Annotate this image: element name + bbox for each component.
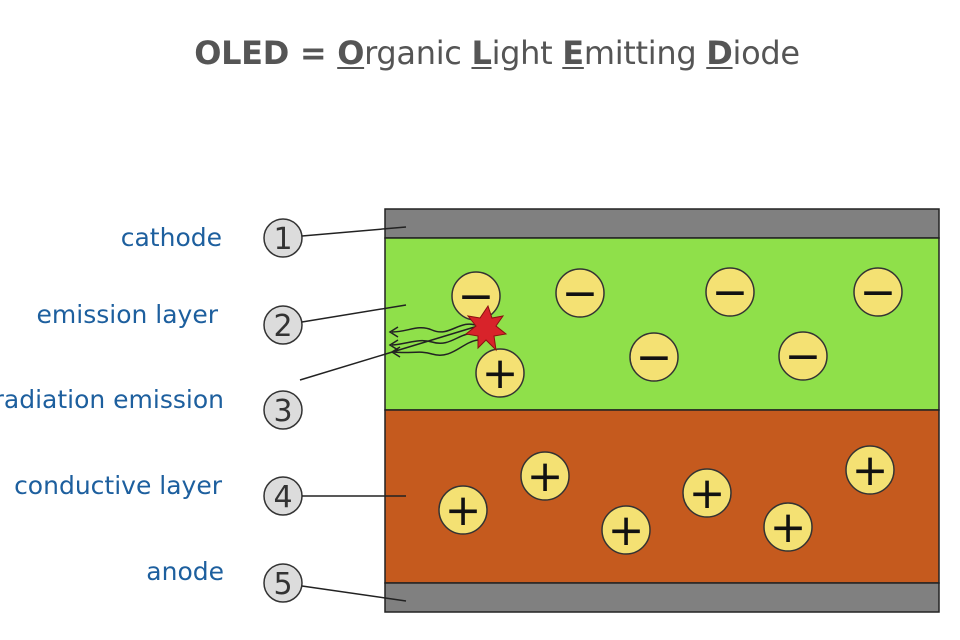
marker-number: 1 xyxy=(273,222,292,257)
leader-line-emission xyxy=(301,304,407,323)
marker-1: 1 xyxy=(263,218,303,258)
leader-lines xyxy=(299,226,479,602)
marker-2: 2 xyxy=(263,305,303,345)
electron-sign: − xyxy=(562,268,599,319)
hole: + xyxy=(845,445,895,496)
hole: + xyxy=(763,502,813,553)
radiation-arrows xyxy=(388,323,479,358)
radiation-wave xyxy=(393,339,479,356)
title-word-emitting: Emitting xyxy=(562,34,706,72)
electron: − xyxy=(705,267,755,318)
marker-number: 2 xyxy=(273,309,292,344)
arrow-head xyxy=(388,339,399,351)
title-initial: O xyxy=(337,34,365,72)
label-radiation-emission: radiation emission xyxy=(0,385,224,414)
electron: − xyxy=(853,267,903,318)
hole-sign: + xyxy=(482,348,519,399)
electron: − xyxy=(451,271,501,322)
number-markers: 1 2 3 4 5 xyxy=(263,218,303,603)
electron: − xyxy=(778,331,828,382)
label-anode: anode xyxy=(146,557,224,586)
electrons: − − − − − − xyxy=(451,267,903,383)
title-rest: rganic xyxy=(364,34,472,72)
title-rest: iode xyxy=(732,34,801,72)
leader-line-cathode xyxy=(301,226,407,237)
hole-sign: + xyxy=(527,451,564,502)
hole: + xyxy=(520,451,570,502)
hole: + xyxy=(682,468,732,519)
label-conductive-layer: conductive layer xyxy=(14,471,223,500)
anode-layer xyxy=(384,582,940,613)
hole-sign: + xyxy=(608,505,645,556)
hole-sign: + xyxy=(445,485,482,536)
electron: − xyxy=(555,268,605,319)
marker-number: 5 xyxy=(273,567,292,602)
hole: + xyxy=(601,505,651,556)
marker-number: 3 xyxy=(273,394,292,429)
electron-sign: − xyxy=(712,267,749,318)
electron-sign: − xyxy=(860,267,897,318)
leader-line-radiation xyxy=(299,325,479,381)
title-prefix: OLED = xyxy=(194,34,338,72)
title-initial: D xyxy=(706,34,733,72)
electron: − xyxy=(629,332,679,383)
label-emission-layer: emission layer xyxy=(37,300,219,329)
recombination-burst-icon xyxy=(464,304,508,352)
holes: + + + + + + + xyxy=(438,348,895,556)
marker-number: 4 xyxy=(273,480,292,515)
arrow-head xyxy=(390,346,401,358)
arrow-head xyxy=(388,326,399,338)
title-word-organic: Organic xyxy=(337,34,471,72)
diagram-title: OLED = Organic Light Emitting Diode xyxy=(0,34,960,72)
hole: + xyxy=(475,348,525,399)
title-initial: E xyxy=(562,34,584,72)
hole-sign: + xyxy=(689,468,726,519)
leader-line-anode xyxy=(301,585,407,602)
title-initial: L xyxy=(471,34,492,72)
radiation-wave xyxy=(391,332,479,346)
electron-sign: − xyxy=(636,332,673,383)
title-word-diode: Diode xyxy=(706,34,800,72)
radiation-wave xyxy=(391,323,479,333)
hole: + xyxy=(438,485,488,536)
electron-sign: − xyxy=(785,331,822,382)
cathode-layer xyxy=(384,208,940,239)
hole-sign: + xyxy=(852,445,889,496)
title-rest: mitting xyxy=(583,34,707,72)
hole-sign: + xyxy=(770,502,807,553)
label-cathode: cathode xyxy=(121,223,222,252)
marker-4: 4 xyxy=(263,476,303,516)
marker-3: 3 xyxy=(263,390,303,430)
marker-5: 5 xyxy=(263,563,303,603)
title-rest: ight xyxy=(491,34,563,72)
layer-stack xyxy=(384,208,940,613)
title-word-light: Light xyxy=(471,34,562,72)
